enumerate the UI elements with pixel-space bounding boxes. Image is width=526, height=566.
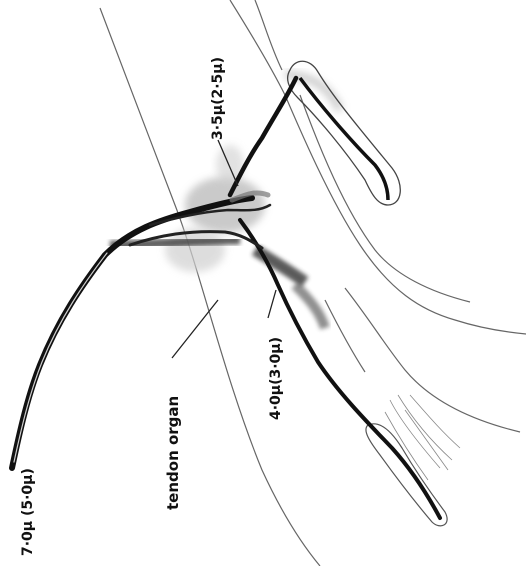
label-tendon-organ: tendon organ xyxy=(164,396,182,510)
muscle-fibre-edge-4 xyxy=(300,95,470,302)
nerve-fibres xyxy=(12,78,440,518)
upper-ending-axon xyxy=(300,78,388,200)
label-axon-large: 7·0μ (5·0μ) xyxy=(20,468,36,556)
leader-tendon-organ xyxy=(172,300,218,358)
label-branch-lower: 4·0μ(3·0μ) xyxy=(268,337,284,420)
muscle-fibre-edge-2 xyxy=(345,288,520,432)
muscle-fibre-edge-3 xyxy=(325,300,365,372)
large-axon-highlight xyxy=(14,253,107,462)
upper-ending xyxy=(288,61,401,205)
leader-branch-lower xyxy=(268,290,276,318)
muscle-fibre-edge-1 xyxy=(255,0,282,70)
branch-upper-fibre xyxy=(230,78,296,195)
fine-fibrils xyxy=(385,395,460,480)
label-branch-upper: 3·5μ(2·5μ) xyxy=(210,57,226,140)
